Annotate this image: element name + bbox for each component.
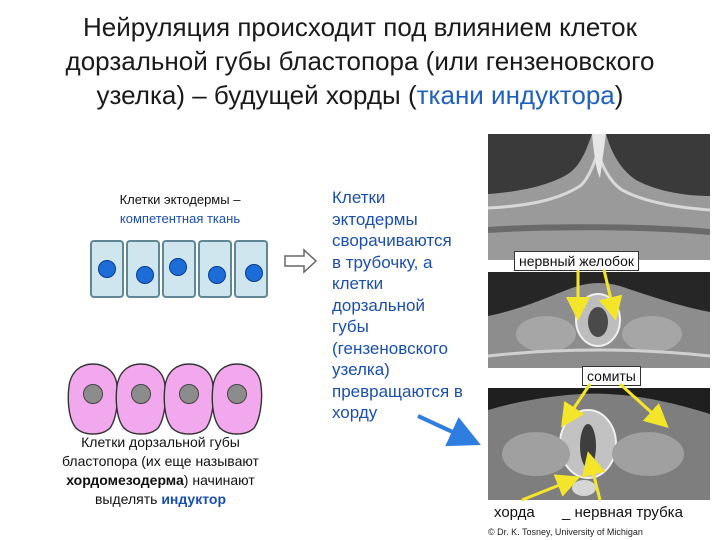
cell-nucleus — [98, 260, 116, 278]
dorsal-lip-caption: Клетки дорзальной губы бластопора (их ещ… — [28, 433, 293, 509]
micrograph-somites — [488, 272, 710, 368]
middle-line: узелка) — [332, 359, 492, 381]
middle-explanation: Клетки эктодермы сворачиваются в трубочк… — [332, 187, 492, 424]
middle-line: хорду — [332, 402, 492, 424]
title-line-2: дорзальной губы бластопора (или гензенов… — [20, 44, 700, 78]
dorsal-lip-cell — [114, 362, 168, 436]
dorsal-caption-line-2: бластопора (их еще называют — [28, 452, 293, 471]
middle-line: (гензеновского — [332, 338, 492, 360]
dorsal-cell-nucleus — [131, 384, 151, 404]
ectoderm-cell — [90, 240, 124, 298]
ectoderm-caption: Клетки эктодермы – компетентная ткань — [80, 190, 280, 228]
title-line-3: узелка) – будущей хорды (ткани индуктора… — [20, 78, 700, 112]
middle-line: клетки — [332, 273, 492, 295]
chordamesoderm-term: хордомезодерма — [66, 472, 184, 488]
middle-line: дорзальной — [332, 295, 492, 317]
title-inductor-accent: ткани индуктора — [417, 80, 615, 110]
cell-nucleus — [136, 266, 154, 284]
dorsal-cell-nucleus — [179, 384, 199, 404]
dorsal-caption-line-3-rest: ) начинают — [184, 472, 255, 488]
cell-nucleus — [169, 258, 187, 276]
title-line-3-suffix: ) — [615, 80, 624, 110]
middle-line: сворачиваются — [332, 230, 492, 252]
copyright-credit: © Dr. K. Tosney, University of Michigan — [488, 526, 643, 538]
dorsal-caption-line-3: хордомезодерма) начинают — [28, 471, 293, 490]
cell-nucleus — [245, 264, 263, 282]
dorsal-caption-line-4-prefix: выделять — [95, 491, 161, 507]
dorsal-lip-cell — [210, 362, 264, 436]
dorsal-lip-cell — [66, 362, 120, 436]
title-line-1: Нейруляция происходит под влиянием клето… — [20, 10, 700, 44]
label-neural-groove: нервный желобок — [514, 251, 639, 271]
middle-line: Клетки — [332, 187, 492, 209]
slide-title: Нейруляция происходит под влиянием клето… — [20, 10, 700, 112]
ectoderm-caption-line-2: компетентная ткань — [80, 209, 280, 228]
ectoderm-cell — [234, 240, 268, 298]
middle-line: эктодермы — [332, 209, 492, 231]
dorsal-cell-nucleus — [83, 384, 103, 404]
label-somites: сомиты — [582, 366, 641, 386]
title-line-3-prefix: узелка) – будущей хорды ( — [97, 80, 417, 110]
middle-line: губы — [332, 316, 492, 338]
ectoderm-cell — [126, 240, 160, 298]
ectoderm-cell — [162, 240, 196, 298]
ectoderm-cell — [198, 240, 232, 298]
label-notochord: хорда — [494, 504, 535, 522]
micrograph-neural-tube — [488, 388, 710, 500]
dorsal-caption-line-4: выделять индуктор — [28, 490, 293, 509]
ectoderm-caption-line-1: Клетки эктодермы – — [80, 190, 280, 209]
dorsal-lip-cell — [162, 362, 216, 436]
micrograph-neural-groove — [488, 134, 710, 260]
inductor-term: индуктор — [161, 491, 226, 507]
right-arrow-icon — [284, 248, 318, 279]
dorsal-cell-nucleus — [227, 384, 247, 404]
middle-line: в трубочку, а — [332, 252, 492, 274]
label-neural-tube: нервная трубка — [575, 504, 683, 521]
label-neural-tube-wrap: _ нервная трубка — [562, 504, 683, 522]
middle-line: превращаются в — [332, 381, 492, 403]
dorsal-caption-line-1: Клетки дорзальной губы — [28, 433, 293, 452]
cell-nucleus — [208, 266, 226, 284]
